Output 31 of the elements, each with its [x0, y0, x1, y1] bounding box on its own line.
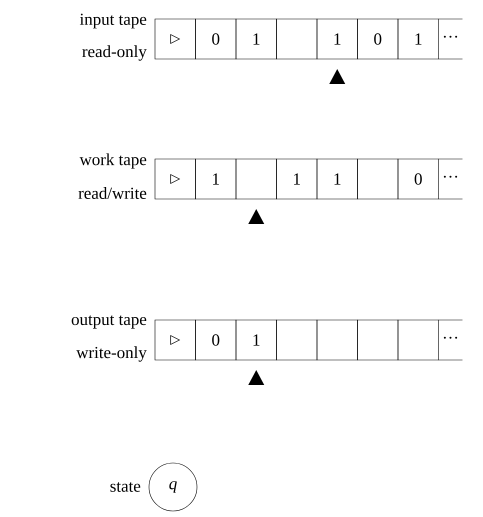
tape-cell: ▷ [154, 18, 196, 60]
tape-cell: 1 [236, 320, 277, 360]
tape-cell [276, 18, 318, 60]
tape-cell: 1 [236, 18, 277, 60]
tape-label: output tape [72, 315, 146, 329]
tape-cell: 1 [276, 158, 318, 200]
tape-cell: ··· [438, 158, 463, 200]
tape-cell: 0 [195, 18, 236, 60]
tape-cell: 1 [195, 158, 236, 200]
tape-cell [236, 158, 277, 200]
tape-cell: ··· [438, 18, 463, 60]
tape-cell: ▷ [154, 158, 196, 200]
tape-cell: ··· [438, 320, 463, 360]
tape-label: read/write [78, 187, 146, 199]
tape-label: work tape [80, 153, 146, 169]
state-label: state [110, 482, 140, 492]
tape-cell [357, 158, 398, 200]
tape-label: write-only [76, 346, 147, 362]
tape-cell [316, 320, 358, 360]
tape-label: read-only [82, 45, 147, 61]
tape-cell [276, 320, 318, 360]
tape-cell: 0 [398, 158, 439, 200]
tape-cell: 1 [316, 158, 358, 200]
tape-cell: 0 [357, 18, 398, 60]
tape-cell: 1 [316, 18, 358, 60]
tape-cell: 1 [398, 18, 439, 60]
tape-cell [357, 320, 398, 360]
tape-cell: 0 [195, 320, 236, 360]
tape-label: input tape [80, 14, 146, 28]
tape-cell: ▷ [154, 320, 196, 360]
tape-cell [398, 320, 439, 360]
